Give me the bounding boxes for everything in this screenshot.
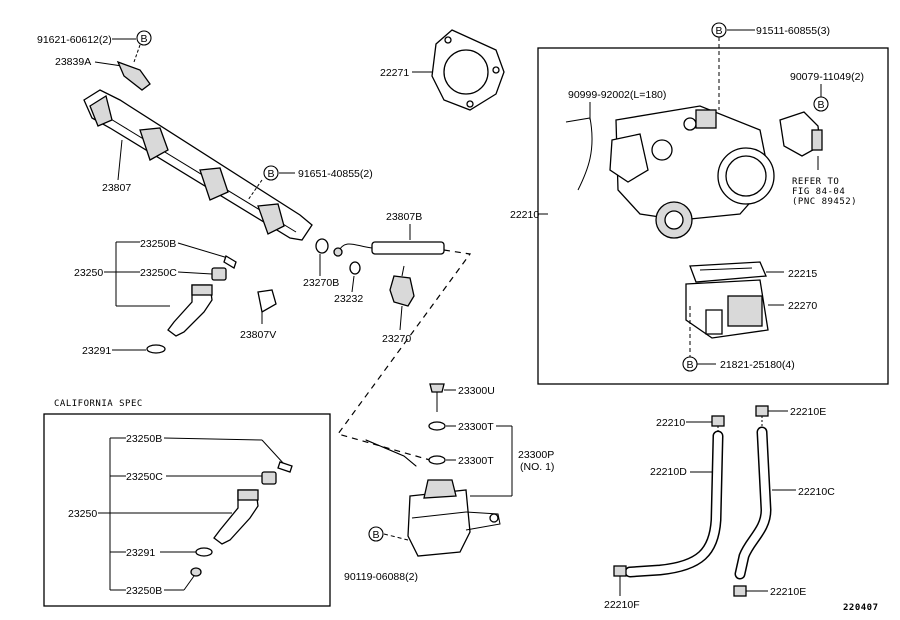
marker-b-4: B: [813, 96, 829, 112]
hose-22210D: [624, 430, 724, 578]
idle-air-control-valve: [685, 279, 769, 339]
label-22215: 22215: [788, 268, 817, 280]
gasket-22215: [689, 261, 767, 283]
throttle-body: [609, 105, 775, 239]
vsv-part: [257, 289, 277, 314]
label-23250C: 23250C: [140, 267, 177, 279]
label-91621: 91621-60612(2): [37, 34, 112, 46]
union-bolt-23270: [389, 265, 415, 307]
hose-clamp-22210: [711, 415, 725, 427]
label-22270: 22270: [788, 300, 817, 312]
marker-b-1: B: [136, 30, 152, 46]
label-23807V: 23807V: [240, 329, 276, 341]
label-90079: 90079-11049(2): [790, 71, 864, 83]
label-23807: 23807: [102, 182, 131, 194]
fuel-hose-23300P: [365, 439, 417, 467]
cal-label-23250B-b: 23250B: [126, 585, 162, 597]
label-23270B: 23270B: [303, 277, 339, 289]
label-23250B: 23250B: [140, 238, 176, 250]
hose-clamp-22210E-top: [755, 405, 769, 417]
label-22210E-top: 22210E: [790, 406, 826, 418]
marker-b-letter: B: [267, 168, 274, 180]
label-91511: 91511-60855(3): [756, 25, 830, 37]
cal-o-ring-bottom: [190, 567, 202, 577]
gasket-23300T-b: [428, 455, 446, 465]
marker-b-letter: B: [686, 359, 693, 371]
label-90119: 90119-06088(2): [344, 571, 418, 583]
hose-clamp-22210F: [613, 565, 627, 577]
marker-b-3: B: [711, 22, 727, 38]
marker-b-5: B: [682, 356, 698, 372]
label-91651: 91651-40855(2): [298, 168, 373, 180]
cal-grommet: [195, 547, 213, 557]
label-21821: 21821-25180(4): [720, 359, 795, 371]
figure-number: 220407: [843, 603, 879, 613]
o-ring: [223, 255, 237, 269]
label-23250: 23250: [74, 267, 103, 279]
bracket-part: [116, 60, 151, 91]
refer-line-1: REFER TO: [792, 177, 839, 187]
label-23839A: 23839A: [55, 56, 91, 68]
marker-b-letter: B: [140, 33, 147, 45]
label-22210F: 22210F: [604, 599, 640, 611]
label-22210-hose: 22210: [656, 417, 685, 429]
refer-line-2: FIG 84-04: [792, 187, 845, 197]
pressure-regulator-hose: [333, 241, 445, 257]
throttle-body-box: [537, 47, 889, 385]
label-23807B: 23807B: [386, 211, 422, 223]
cal-label-23250C: 23250C: [126, 471, 163, 483]
marker-b-letter: B: [372, 529, 379, 541]
throttle-position-sensor: [779, 111, 823, 157]
gasket-23300T-a: [428, 421, 446, 431]
label-23300T-a: 23300T: [458, 421, 494, 433]
injector-grommet: [146, 344, 166, 354]
gasket-23270B: [315, 238, 329, 254]
label-23270: 23270: [382, 333, 411, 345]
vacuum-hose: [565, 117, 593, 191]
label-23300P: 23300P: [518, 449, 554, 461]
california-spec-box: [43, 413, 331, 607]
label-90999: 90999-92002(L=180): [568, 89, 666, 101]
label-22210D: 22210D: [650, 466, 687, 478]
marker-b-letter: B: [817, 99, 824, 111]
label-23291: 23291: [82, 345, 111, 357]
hose-22210C: [734, 426, 772, 580]
label-23300P-sub: (NO. 1): [520, 461, 554, 473]
label-23232: 23232: [334, 293, 363, 305]
gasket-23232: [349, 261, 361, 275]
hose-clamp-22210E-bottom: [733, 585, 747, 597]
fuel-line-dashed: [337, 249, 472, 461]
gasket-22271: [431, 29, 505, 111]
label-23300T-b: 23300T: [458, 455, 494, 467]
label-22210E-bottom: 22210E: [770, 586, 806, 598]
label-22210-main: 22210: [510, 209, 539, 221]
marker-b-letter: B: [715, 25, 722, 37]
union-bolt-23300U: [429, 383, 445, 393]
label-22210C: 22210C: [798, 486, 835, 498]
marker-b-2: B: [263, 165, 279, 181]
california-spec-title: CALIFORNIA SPEC: [54, 399, 143, 409]
cal-fuel-injector: [213, 489, 259, 545]
label-23300U: 23300U: [458, 385, 495, 397]
cal-injector-seal: [261, 471, 277, 485]
marker-b-6: B: [368, 526, 384, 542]
injector-seal: [211, 267, 227, 281]
label-22271: 22271: [380, 67, 409, 79]
cal-label-23291: 23291: [126, 547, 155, 559]
cal-label-23250: 23250: [68, 508, 97, 520]
fuel-pulsation-damper: [407, 479, 501, 557]
cal-o-ring-top: [277, 461, 293, 473]
cal-label-23250B-a: 23250B: [126, 433, 162, 445]
refer-line-3: (PNC 89452): [792, 197, 857, 207]
fuel-injector: [167, 284, 213, 337]
fuel-rail: [83, 89, 313, 241]
